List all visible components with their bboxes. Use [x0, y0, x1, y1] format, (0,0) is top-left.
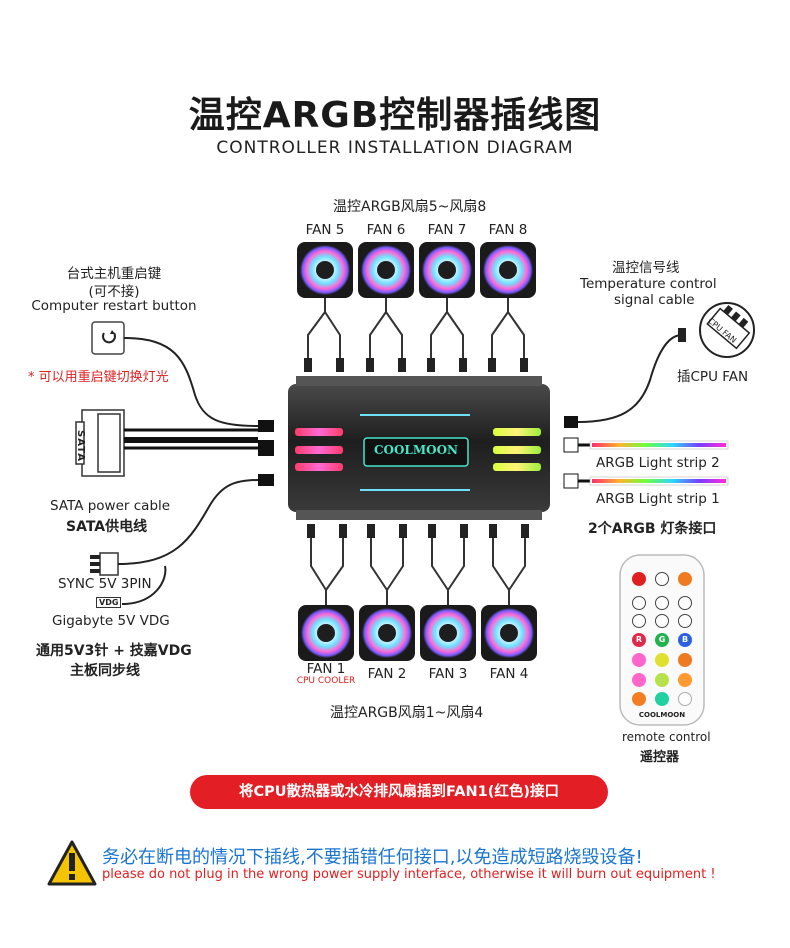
brightness-up-icon[interactable]	[678, 596, 692, 610]
sata-label-en: SATA power cable	[50, 498, 171, 514]
restart-label-note: (可不接)	[88, 284, 140, 300]
top-fan-group-label: 温控ARGB风扇5~风扇8	[333, 199, 487, 215]
play-icon[interactable]	[655, 572, 669, 586]
fan1-label: FAN 1	[306, 661, 346, 677]
sync-3pin-icon	[90, 552, 119, 576]
temp-label-en1: Temperature control	[580, 276, 717, 292]
fan3-label: FAN 3	[428, 666, 468, 682]
restart-label-en: Computer restart button	[31, 298, 197, 314]
speed-down-icon[interactable]	[632, 614, 646, 628]
warning-icon	[47, 840, 97, 886]
temp-label-en2: signal cable	[614, 292, 695, 308]
remote-btn-r[interactable]: R	[632, 633, 646, 647]
color-btn[interactable]	[678, 692, 692, 706]
sata-connector-label: SATA	[75, 430, 86, 462]
page-title: 温控ARGB控制器插线图	[188, 95, 602, 136]
color-btn[interactable]	[632, 692, 646, 706]
sata-connector-icon	[75, 409, 125, 477]
color-btn[interactable]	[678, 673, 692, 687]
warning-text-en: please do not plug in the wrong power su…	[102, 867, 716, 882]
controller-hub	[288, 376, 550, 520]
cpu-fan-plug-icon	[699, 302, 755, 358]
color-btn[interactable]	[678, 653, 692, 667]
bottom-fans	[298, 605, 537, 661]
color-btn[interactable]	[632, 673, 646, 687]
strips-label-cn: 2个ARGB 灯条接口	[588, 521, 717, 537]
restart-label-cn: 台式主机重启键	[66, 266, 162, 282]
sync-label-en2: Gigabyte 5V VDG	[52, 613, 170, 629]
remote-brand: COOLMOON	[638, 711, 686, 719]
color-btn[interactable]	[632, 653, 646, 667]
hub-brand: COOLMOON	[373, 443, 459, 457]
restart-tip: * 可以用重启键切换灯光	[28, 370, 169, 385]
restart-button-icon	[91, 321, 125, 355]
temp-plug-label: 插CPU FAN	[677, 369, 749, 385]
brightness-down-icon[interactable]	[678, 614, 692, 628]
mode-up-icon[interactable]	[655, 596, 669, 610]
warning-text-cn: 务必在断电的情况下插线,不要插错任何接口,以免造成短路烧毁设备!	[102, 847, 643, 868]
color-btn[interactable]	[655, 653, 669, 667]
page-subtitle: CONTROLLER INSTALLATION DIAGRAM	[216, 138, 574, 158]
vdg-tag: VDG	[96, 597, 122, 608]
fan7-label: FAN 7	[427, 222, 467, 238]
speed-up-icon[interactable]	[632, 596, 646, 610]
power-icon[interactable]	[632, 572, 646, 586]
remote-btn-b[interactable]: B	[678, 633, 692, 647]
argb-strip-2	[578, 440, 729, 450]
sync-label-cn1: 通用5V3针 + 技嘉VDG	[36, 643, 192, 659]
remote-btn-g[interactable]: G	[655, 633, 669, 647]
strip2-label: ARGB Light strip 2	[596, 455, 720, 471]
argb-strip-1	[578, 476, 729, 486]
fan8-label: FAN 8	[488, 222, 528, 238]
top-fans	[297, 242, 536, 298]
mode-down-icon[interactable]	[655, 614, 669, 628]
strip1-label: ARGB Light strip 1	[596, 491, 720, 507]
bottom-fan-group-label: 温控ARGB风扇1~风扇4	[330, 705, 484, 721]
fan1-note: CPU COOLER	[296, 676, 356, 686]
remote-label-en: remote control	[622, 730, 711, 744]
sync-label-en1: SYNC 5V 3PIN	[58, 576, 152, 592]
fan5-label: FAN 5	[305, 222, 345, 238]
notice-pill: 将CPU散热器或水冷排风扇插到FAN1(红色)接口	[190, 775, 608, 809]
sync-label-cn2: 主板同步线	[70, 663, 140, 679]
color-btn[interactable]	[655, 692, 669, 706]
fan2-label: FAN 2	[367, 666, 407, 682]
fan6-label: FAN 6	[366, 222, 406, 238]
remote-label-cn: 遥控器	[640, 750, 680, 765]
temp-label-cn: 温控信号线	[612, 260, 680, 276]
mode-icon[interactable]	[678, 572, 692, 586]
sata-label-cn: SATA供电线	[66, 519, 148, 535]
color-btn[interactable]	[655, 673, 669, 687]
fan4-label: FAN 4	[489, 666, 529, 682]
